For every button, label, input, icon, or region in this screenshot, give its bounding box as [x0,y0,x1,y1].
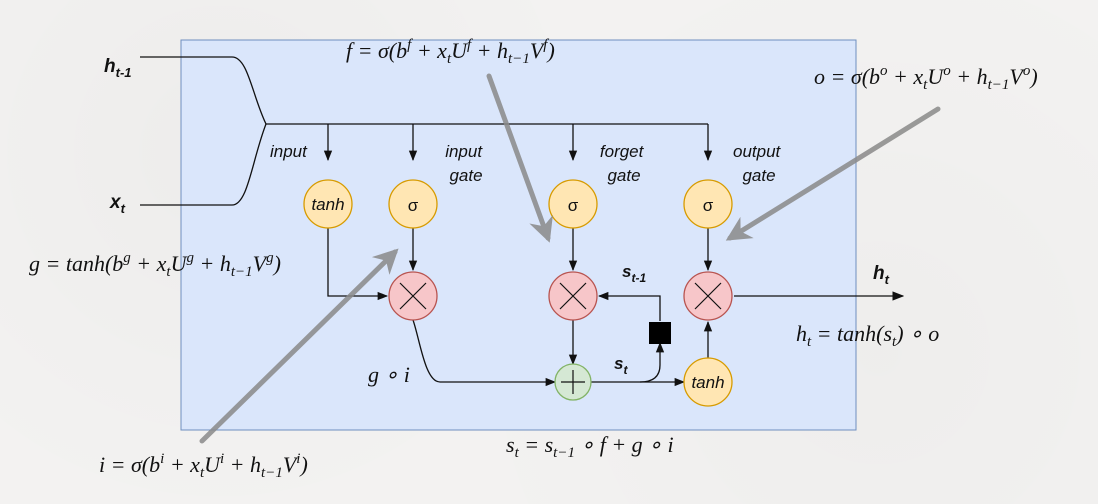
adder-node [554,363,592,401]
lstm-cell-panel [180,39,857,431]
output-multiply-node [683,271,733,321]
equation-f: f = σ(bf + xtUf + ht−1Vf) [346,37,555,67]
input-label: input [270,142,308,161]
sigma-input-gate-node: σ [388,179,438,229]
s-prev-label: st-1 [622,262,646,285]
input-multiply-node [388,271,438,321]
svg-text:σ: σ [703,196,714,215]
svg-text:σ: σ [568,196,579,215]
output-gate-label: output gate [733,142,785,185]
pencil-arrow-i [199,248,399,444]
pencil-arrow-f [486,73,553,243]
svg-text:tanh: tanh [311,195,344,214]
forget-gate-label: forget gate [600,142,648,185]
equation-o: o = σ(bo + xtUo + ht−1Vo) [814,63,1038,93]
delay-block [649,322,671,344]
sigma-forget-gate-node: σ [548,179,598,229]
tanh-output-node: tanh [683,357,733,407]
tanh-input-node: tanh [303,179,353,229]
equation-i: i = σ(bi + xtUi + ht−1Vi) [99,451,308,481]
input-merge-wires [140,56,713,206]
x-label: xt [109,192,126,216]
h-prev-label: ht-1 [104,56,132,80]
s-label: st [614,354,628,377]
pencil-arrow-o [725,106,941,241]
equation-g: g = tanh(bg + xtUg + ht−1Vg) [29,250,281,280]
forget-multiply-node [548,271,598,321]
svg-text:σ: σ [408,196,419,215]
internal-wires [327,227,905,387]
sigma-output-gate-node: σ [683,179,733,229]
equation-h: ht = tanh(st) ∘ o [796,321,939,350]
equation-s: st = st−1 ∘ f + g ∘ i [506,432,674,461]
svg-text:tanh: tanh [691,373,724,392]
input-gate-label: input gate [445,142,487,185]
equation-gi: g ∘ i [368,362,410,387]
h-output-label: ht [873,263,890,287]
pencil-arrows [199,73,941,444]
